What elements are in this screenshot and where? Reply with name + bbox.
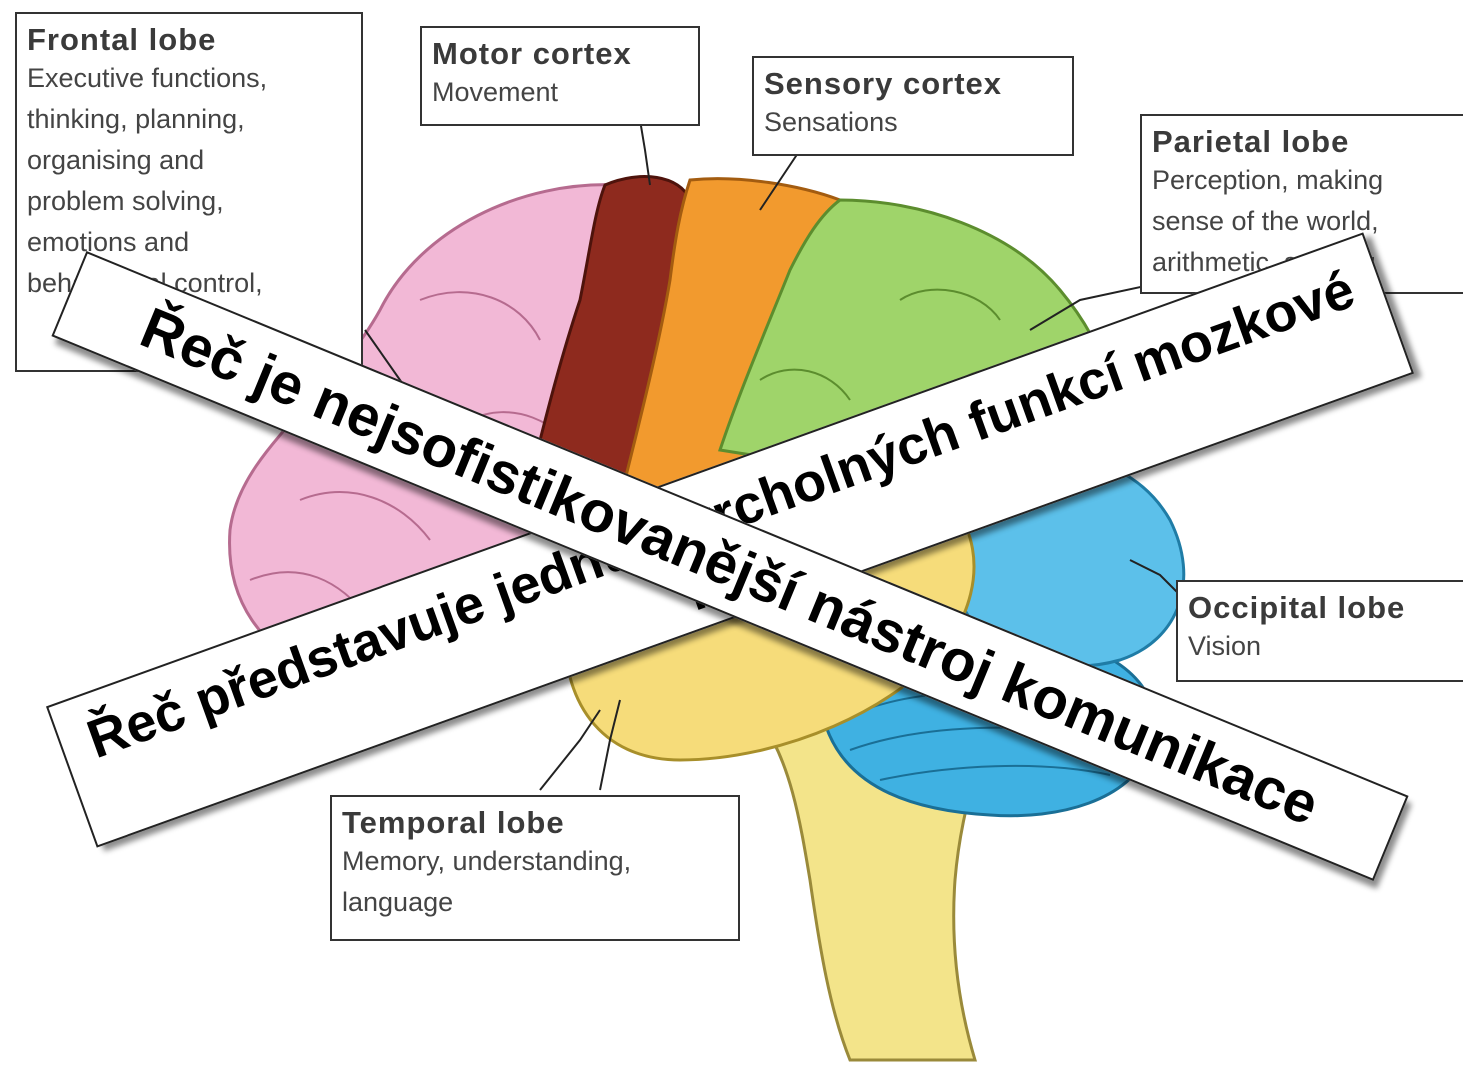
motor-cortex-line-1: Movement bbox=[432, 72, 688, 113]
temporal-lobe-line-1: Memory, understanding, bbox=[342, 841, 728, 882]
parietal-lobe-title: Parietal lobe bbox=[1152, 124, 1458, 160]
motor-cortex-title: Motor cortex bbox=[432, 36, 688, 72]
frontal-lobe-line-5: emotions and bbox=[27, 222, 351, 263]
occipital-lobe-line-1: Vision bbox=[1188, 626, 1463, 667]
frontal-lobe-title: Frontal lobe bbox=[27, 22, 351, 58]
temporal-lobe-title: Temporal lobe bbox=[342, 805, 728, 841]
label-motor-cortex: Motor cortex Movement bbox=[420, 26, 700, 126]
temporal-lobe-line-2: language bbox=[342, 882, 728, 923]
frontal-lobe-line-1: Executive functions, bbox=[27, 58, 351, 99]
frontal-lobe-line-4: problem solving, bbox=[27, 181, 351, 222]
frontal-lobe-line-3: organising and bbox=[27, 140, 351, 181]
label-sensory-cortex: Sensory cortex Sensations bbox=[752, 56, 1074, 156]
frontal-lobe-line-2: thinking, planning, bbox=[27, 99, 351, 140]
label-occipital-lobe: Occipital lobe Vision bbox=[1176, 580, 1463, 682]
label-temporal-lobe: Temporal lobe Memory, understanding, lan… bbox=[330, 795, 740, 941]
sensory-cortex-line-1: Sensations bbox=[764, 102, 1062, 143]
sensory-cortex-title: Sensory cortex bbox=[764, 66, 1062, 102]
occipital-lobe-title: Occipital lobe bbox=[1188, 590, 1463, 626]
parietal-lobe-line-1: Perception, making bbox=[1152, 160, 1458, 201]
parietal-lobe-line-2: sense of the world, bbox=[1152, 201, 1458, 242]
